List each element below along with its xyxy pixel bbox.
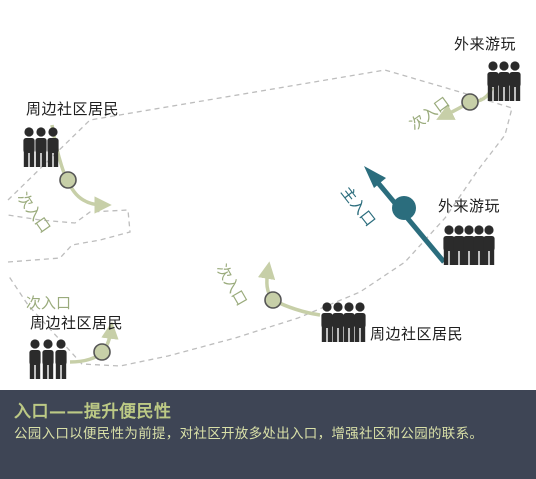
- diagram-canvas: [7, 61, 521, 379]
- entrance-diagram: 周边社区居民 周边社区居民 周边社区居民 外来游玩 外来游玩 次入口 次入口 次…: [7, 35, 521, 379]
- resident-group-top-left: [23, 127, 59, 167]
- label-secondary-entrance-4: 次入口: [26, 294, 72, 312]
- secondary-entrance-2-node: [461, 93, 479, 111]
- secondary-entrance-1-node: [59, 171, 77, 189]
- main-entrance-arrowhead: [364, 166, 386, 188]
- secondary-entrance-3-node: [264, 291, 282, 309]
- label-visitor-top-right: 外来游玩: [454, 35, 517, 53]
- label-resident-bottom-left: 周边社区居民: [30, 314, 124, 332]
- resident-group-bottom-center: [321, 302, 366, 342]
- resident-group-bottom-left: [29, 339, 67, 379]
- site-boundary-inner: [7, 209, 131, 263]
- caption-panel: 入口——提升便民性 公园入口以便民性为前提，对社区开放多处出入口，增强社区和公园…: [0, 390, 536, 479]
- label-resident-bottom-center: 周边社区居民: [370, 325, 464, 343]
- main-entrance-path: [372, 176, 446, 264]
- visitor-group-main: [443, 225, 495, 265]
- caption-title: 入口——提升便民性: [14, 402, 172, 422]
- site-boundary: [7, 69, 513, 367]
- secondary-entrance-1-path: [50, 124, 112, 214]
- caption-body: 公园入口以便民性为前提，对社区开放多处出入口，增强社区和公园的联系。: [14, 426, 484, 442]
- visitor-group-top-right: [487, 61, 521, 101]
- main-entrance-node: [392, 196, 416, 220]
- secondary-entrance-4-node: [93, 343, 111, 361]
- label-resident-top-left: 周边社区居民: [26, 100, 120, 118]
- label-visitor-main: 外来游玩: [438, 197, 501, 215]
